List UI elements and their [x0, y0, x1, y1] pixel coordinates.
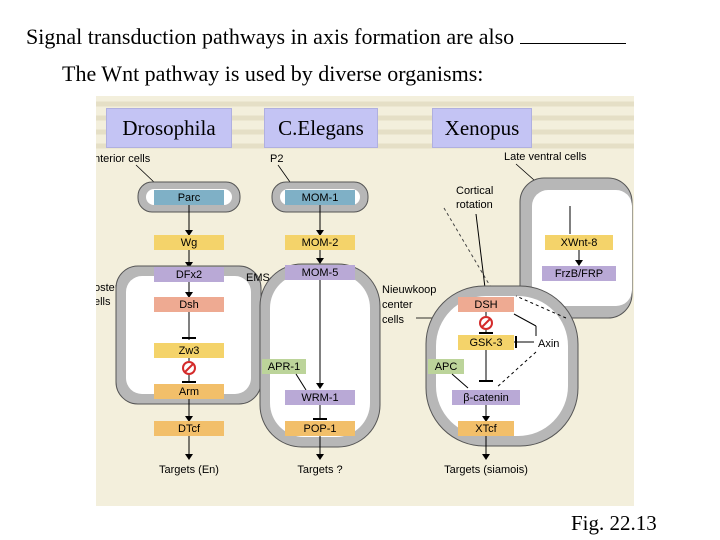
- xenopus-targets: Targets (siamois): [444, 464, 528, 476]
- drosophila-box-parc: [154, 190, 224, 205]
- slide-subtitle: The Wnt pathway is used by diverse organ…: [62, 61, 484, 86]
- celegans-label-mom5: MOM-5: [302, 267, 339, 279]
- xenopus-box-xwnt8: [545, 235, 613, 250]
- celegans-label-pop1: POP-1: [303, 423, 336, 435]
- drosophila-box-dtcf: [154, 421, 224, 436]
- drosophila-inhibition-icon: [182, 361, 196, 375]
- celegans-targets: Targets ?: [297, 464, 342, 476]
- celegans-box-mom2: [285, 235, 355, 250]
- celegans-box-apr1: [262, 359, 306, 374]
- celegans-side-label: EMS: [246, 272, 270, 284]
- xenopus-label-axin: Axin: [538, 338, 559, 350]
- xenopus-top-label: Late ventral cells: [504, 151, 587, 163]
- celegans-label-wrm1: WRM-1: [301, 392, 338, 404]
- xenopus-label-frzb: FrzB/FRP: [555, 268, 603, 280]
- xenopus-label-gsk3: GSK-3: [469, 337, 502, 349]
- celegans-top-label: P2: [270, 153, 283, 165]
- drosophila-side-label-2: ells: [96, 296, 111, 308]
- xenopus-box-bcatenin: [452, 390, 520, 405]
- figure-label: Fig. 22.13: [571, 511, 657, 535]
- xenopus-nieuwkoop-1: Nieuwkoop: [382, 284, 436, 296]
- drosophila-label-dfx2: DFx2: [176, 269, 202, 281]
- celegans-label-mom2: MOM-2: [302, 237, 339, 249]
- celegans-box-mom1: [285, 190, 355, 205]
- drosophila-box-dsh: [154, 297, 224, 312]
- xenopus-inhibition-icon: [479, 316, 493, 330]
- drosophila-label-dsh: Dsh: [179, 299, 199, 311]
- xenopus-box-frzb: [542, 266, 616, 281]
- xenopus-cortical-label-1: Cortical: [456, 185, 493, 197]
- celegans-box-pop1: [285, 421, 355, 436]
- drosophila-label-wg: Wg: [181, 237, 198, 249]
- xenopus-nieuwkoop-3: cells: [382, 314, 405, 326]
- tab-drosophila: Drosophila: [106, 108, 232, 148]
- drosophila-label-dtcf: DTcf: [178, 423, 201, 435]
- xenopus-nieuwkoop-2: center: [382, 299, 413, 311]
- xenopus-label-xwnt8: XWnt-8: [561, 237, 598, 249]
- drosophila-box-wg: [154, 235, 224, 250]
- tab-c-elegans: C.Elegans: [264, 108, 378, 148]
- drosophila-label-zw3: Zw3: [179, 345, 200, 357]
- celegans-label-apr1: APR-1: [268, 361, 300, 373]
- pathway-diagram: nterior cells Parc Wg osterior ells DFx2…: [96, 101, 634, 476]
- xenopus-box-gsk3: [458, 335, 514, 350]
- drosophila-box-zw3: [154, 343, 224, 358]
- xenopus-cortical-label-2: rotation: [456, 199, 493, 211]
- drosophila-top-label: nterior cells: [96, 153, 151, 165]
- slide-title: Signal transduction pathways in axis for…: [26, 24, 627, 50]
- drosophila-box-arm: [154, 384, 224, 399]
- xenopus-label-xtcf: XTcf: [475, 423, 497, 435]
- celegans-box-wrm1: [285, 390, 355, 405]
- xenopus-label-dsh: DSH: [474, 299, 497, 311]
- celegans-label-mom1: MOM-1: [302, 192, 339, 204]
- fill-in-blank: [520, 25, 627, 44]
- xenopus-label-bcatenin: β-catenin: [463, 392, 508, 404]
- xenopus-box-xtcf: [458, 421, 514, 436]
- drosophila-label-arm: Arm: [179, 386, 199, 398]
- xenopus-box-apc: [428, 359, 464, 374]
- xenopus-label-apc: APC: [435, 361, 458, 373]
- xenopus-box-dsh: [458, 297, 514, 312]
- tab-xenopus: Xenopus: [432, 108, 532, 148]
- drosophila-label-parc: Parc: [178, 192, 201, 204]
- drosophila-targets: Targets (En): [159, 464, 219, 476]
- wnt-pathway-figure: nterior cells Parc Wg osterior ells DFx2…: [96, 96, 634, 506]
- drosophila-box-dfx2: [154, 267, 224, 282]
- celegans-box-mom5: [285, 265, 355, 280]
